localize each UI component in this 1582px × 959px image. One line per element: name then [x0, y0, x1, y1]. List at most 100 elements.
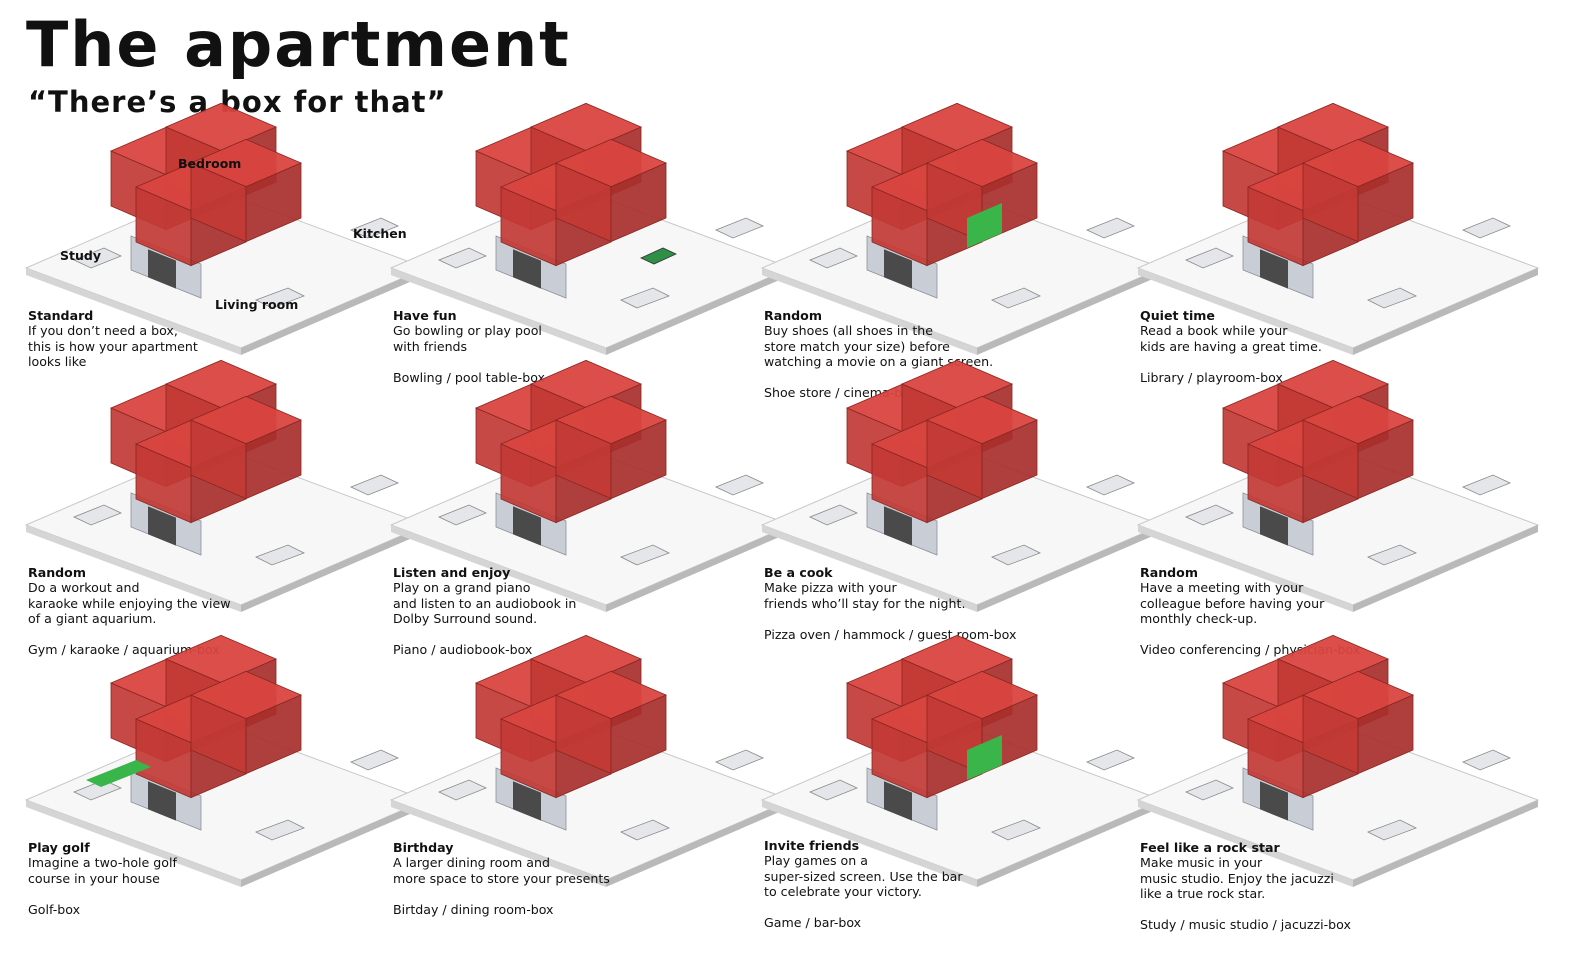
- room-box-front-right: [554, 395, 668, 500]
- floor-edge-left: [762, 268, 977, 355]
- scenario-heading: Have fun: [393, 308, 457, 323]
- apartment-illustration: [389, 634, 793, 887]
- scenario-heading: Listen and enjoy: [393, 565, 511, 580]
- scenario-heading: Random: [764, 308, 822, 323]
- floor-edge-right: [977, 525, 1162, 612]
- scenario-boxes: Gym / karaoke / aquarium-box: [28, 642, 220, 658]
- window-grid: [884, 781, 912, 821]
- scenario-description: Go bowling or play pool with friends: [393, 323, 542, 354]
- dining-table: [349, 474, 400, 496]
- floor-edge-left: [391, 800, 606, 887]
- scenario-description: Read a book while your kids are having a…: [1140, 323, 1322, 354]
- floor-edge-right: [606, 525, 791, 612]
- floor-edge-right: [977, 800, 1162, 887]
- floor-edge-right: [241, 800, 426, 887]
- floor-edge-left: [1138, 525, 1353, 612]
- scenario-heading: Invite friends: [764, 838, 860, 853]
- dining-table: [1461, 474, 1512, 496]
- dining-table: [714, 217, 765, 239]
- scenario-heading: Play golf: [28, 840, 90, 855]
- floor-edge-left: [1138, 268, 1353, 355]
- window-grid: [513, 781, 541, 821]
- scenario-heading: Feel like a rock star: [1140, 840, 1280, 855]
- scenario-heading: Random: [28, 565, 86, 580]
- floor-edge-left: [1138, 800, 1353, 887]
- floor-edge-left: [26, 268, 241, 355]
- study-desk: [1184, 504, 1235, 526]
- scenario-heading: Standard: [28, 308, 94, 323]
- room-label-living-room: Living room: [215, 297, 299, 312]
- room-box-front-right: [925, 395, 1039, 500]
- living-sofa: [1367, 819, 1417, 841]
- scenario-description: If you don’t need a box, this is how you…: [28, 323, 198, 370]
- living-sofa: [255, 819, 305, 841]
- study-desk: [808, 247, 859, 269]
- window-grid: [884, 506, 912, 546]
- room-box-front-right: [554, 138, 668, 243]
- scenario-heading: Quiet time: [1140, 308, 1215, 323]
- living-sofa: [991, 819, 1041, 841]
- scenario-description: Have a meeting with your colleague befor…: [1140, 580, 1325, 627]
- dining-table: [349, 749, 400, 771]
- golf-green: [86, 760, 151, 787]
- floor-edge-right: [1353, 800, 1538, 887]
- window-grid: [1260, 781, 1288, 821]
- scenario-heading: Random: [1140, 565, 1198, 580]
- room-box-front-right: [1301, 395, 1415, 500]
- page-title: The apartment: [26, 8, 571, 81]
- scenario-description: Make pizza with your friends who’ll stay…: [764, 580, 966, 611]
- window-grid: [884, 249, 912, 289]
- giant-screen: [967, 203, 1002, 248]
- scenario-boxes: Library / playroom-box: [1140, 369, 1283, 385]
- apartment-illustration: [760, 359, 1164, 612]
- room-label-kitchen: Kitchen: [353, 226, 407, 241]
- scenario-description: Imagine a two-hole golf course in your h…: [28, 855, 177, 886]
- study-desk: [437, 779, 488, 801]
- room-label-study: Study: [60, 248, 101, 263]
- apartment-illustration: [1136, 102, 1540, 355]
- room-box-front-right: [189, 395, 303, 500]
- living-sofa: [255, 287, 305, 309]
- window-grid: [148, 506, 176, 546]
- scenario-boxes: Bowling / pool table-box: [393, 369, 545, 385]
- window-grid: [148, 249, 176, 289]
- scenario-description: Do a workout and karaoke while enjoying …: [28, 580, 231, 627]
- living-sofa: [1367, 287, 1417, 309]
- floor-edge-left: [391, 268, 606, 355]
- study-desk: [437, 504, 488, 526]
- window-grid: [1260, 506, 1288, 546]
- dining-table: [714, 749, 765, 771]
- dining-table: [349, 217, 400, 239]
- dining-table: [1461, 749, 1512, 771]
- floor-edge-right: [241, 268, 426, 355]
- scenario-boxes: Piano / audiobook-box: [393, 642, 533, 658]
- apartment-illustration: [760, 102, 1164, 355]
- study-desk: [808, 779, 859, 801]
- living-sofa: [1367, 544, 1417, 566]
- floor-edge-left: [762, 525, 977, 612]
- apartment-illustration: [760, 634, 1164, 887]
- scenario-heading: Be a cook: [764, 565, 833, 580]
- scenario-boxes: Golf-box: [28, 901, 81, 917]
- window-grid: [513, 506, 541, 546]
- window-grid: [513, 249, 541, 289]
- window-grid: [1260, 249, 1288, 289]
- floor-edge-right: [241, 525, 426, 612]
- scenario-description: Play on a grand piano and listen to an a…: [393, 580, 577, 627]
- study-desk: [72, 247, 123, 269]
- floor-edge-right: [1353, 525, 1538, 612]
- floor-edge-left: [762, 800, 977, 887]
- giant-screen: [967, 735, 1002, 780]
- floor-edge-right: [977, 268, 1162, 355]
